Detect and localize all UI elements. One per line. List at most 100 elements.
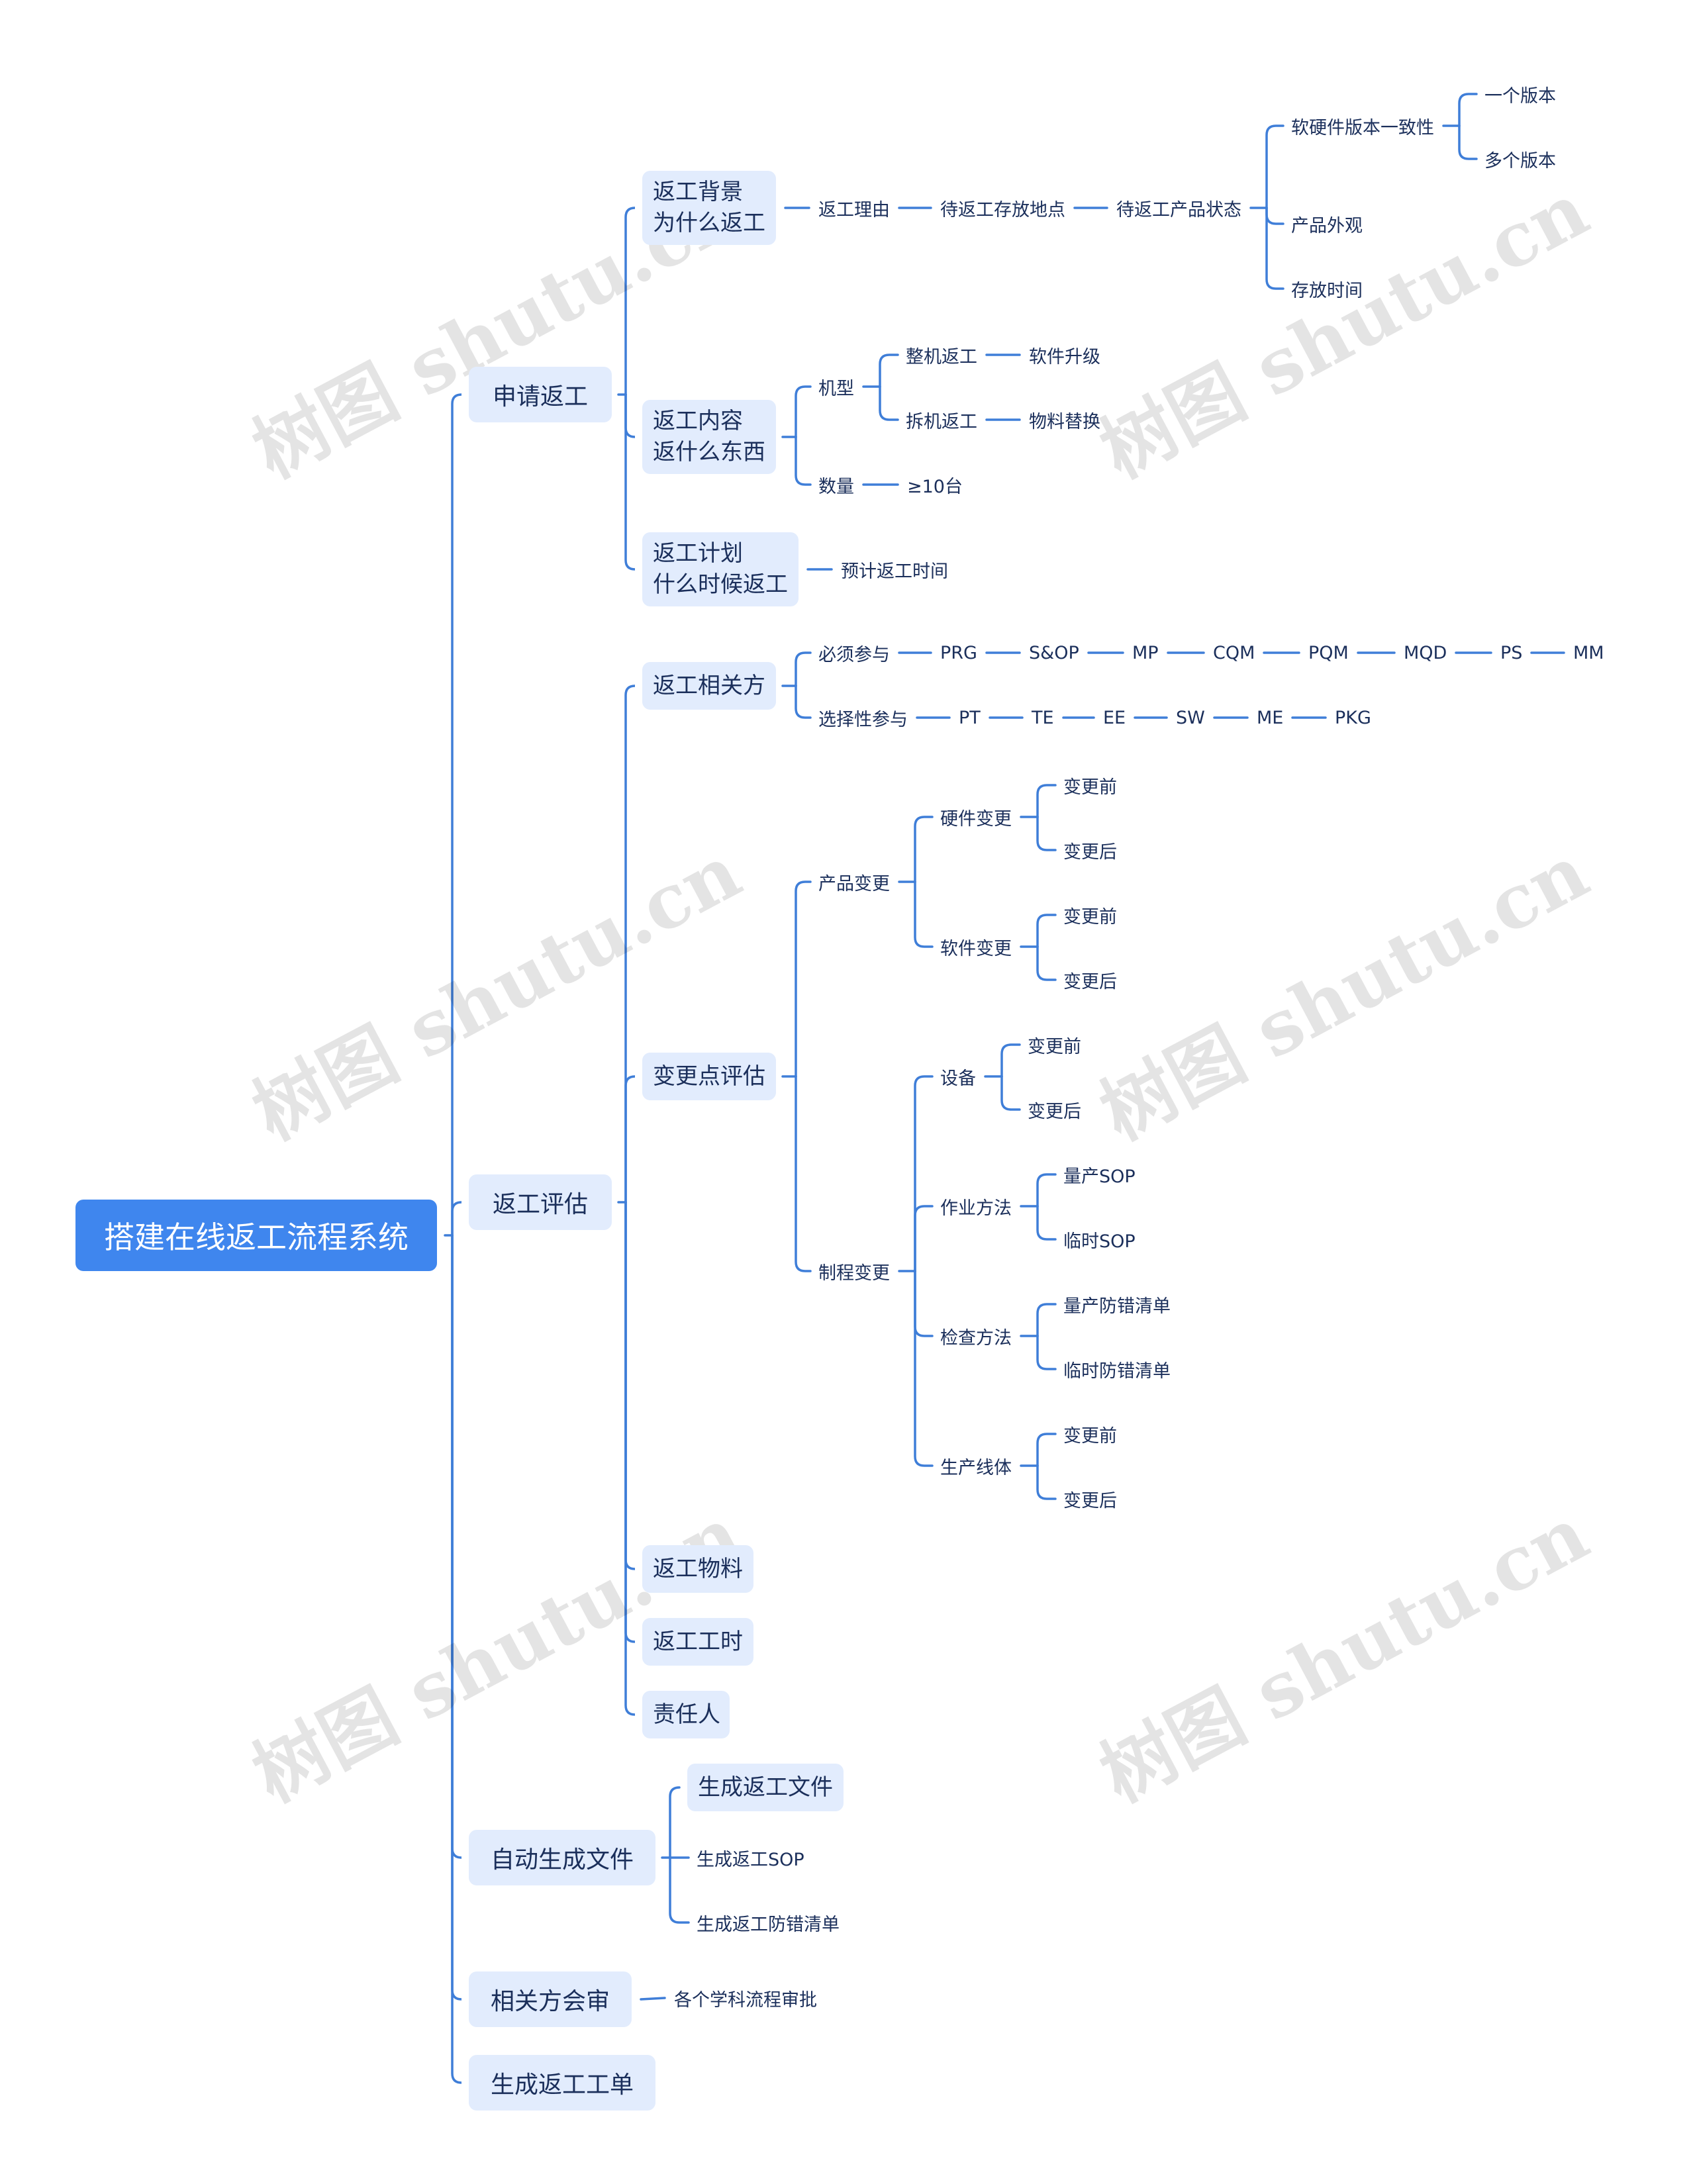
mandatory-party[interactable]: MP xyxy=(1132,642,1159,663)
node-before[interactable]: 变更前 xyxy=(1028,1036,1081,1057)
node-sw-change[interactable]: 软件变更 xyxy=(940,938,1012,959)
optional-party[interactable]: EE xyxy=(1103,707,1126,728)
node-content[interactable]: 返工内容 返什么东西 xyxy=(642,400,776,474)
branch-line xyxy=(795,880,812,1078)
node-generate-pokayoke[interactable]: 生成返工防错清单 xyxy=(697,1914,840,1935)
node-background[interactable]: 返工背景 为什么返工 xyxy=(642,171,776,245)
branch-line xyxy=(624,393,636,571)
node-materials[interactable]: 返工物料 xyxy=(642,1545,753,1593)
branch-line xyxy=(795,436,812,486)
node-multi-version[interactable]: 多个版本 xyxy=(1484,150,1556,171)
branch-line xyxy=(624,207,636,396)
node-material-replace[interactable]: 物料替换 xyxy=(1029,411,1100,432)
branch-line xyxy=(879,385,899,421)
mandatory-party[interactable]: MQD xyxy=(1404,642,1447,663)
branch-line xyxy=(1036,945,1057,981)
branch-line xyxy=(1036,1433,1057,1467)
node-product-change[interactable]: 产品变更 xyxy=(818,873,890,894)
optional-party[interactable]: PKG xyxy=(1335,707,1371,728)
optional-party[interactable]: SW xyxy=(1176,707,1205,728)
node-appearance[interactable]: 产品外观 xyxy=(1291,215,1363,236)
branch-review[interactable]: 相关方会审 xyxy=(469,1971,632,2027)
node-hw-sw-consistency[interactable]: 软硬件版本一致性 xyxy=(1291,117,1434,138)
branch-assess[interactable]: 返工评估 xyxy=(469,1174,612,1230)
node-generate-file[interactable]: 生成返工文件 xyxy=(687,1764,844,1811)
node-before[interactable]: 变更前 xyxy=(1063,906,1117,927)
node-change-eval[interactable]: 变更点评估 xyxy=(642,1053,776,1100)
branch-line xyxy=(1458,93,1478,127)
branch-autodoc[interactable]: 自动生成文件 xyxy=(469,1830,655,1885)
branch-line xyxy=(914,816,934,883)
node-plan[interactable]: 返工计划 什么时候返工 xyxy=(642,532,799,606)
node-hw-change[interactable]: 硬件变更 xyxy=(940,808,1012,830)
branch-line xyxy=(451,1201,462,1237)
node-after[interactable]: 变更后 xyxy=(1063,1490,1117,1511)
branch-line xyxy=(1036,1205,1057,1241)
node-mass-sop[interactable]: 量产SOP xyxy=(1063,1166,1136,1187)
node-quantity[interactable]: 数量 xyxy=(818,476,854,497)
node-sw-upgrade[interactable]: 软件升级 xyxy=(1029,346,1100,367)
node-after[interactable]: 变更后 xyxy=(1028,1101,1081,1122)
branch-apply[interactable]: 申请返工 xyxy=(469,367,612,422)
node-mandatory[interactable]: 必须参与 xyxy=(818,644,890,665)
mandatory-party[interactable]: MM xyxy=(1573,642,1604,663)
node-product-state[interactable]: 待返工产品状态 xyxy=(1116,199,1241,220)
node-after[interactable]: 变更后 xyxy=(1063,841,1117,863)
node-temp-pokayoke[interactable]: 临时防错清单 xyxy=(1063,1360,1171,1382)
node-generate-sop[interactable]: 生成返工SOP xyxy=(697,1849,804,1870)
branch-order[interactable]: 生成返工工单 xyxy=(469,2055,655,2111)
node-after[interactable]: 变更后 xyxy=(1063,971,1117,992)
node-temp-sop[interactable]: 临时SOP xyxy=(1063,1231,1136,1252)
branch-line xyxy=(624,685,636,1204)
node-hours[interactable]: 返工工时 xyxy=(642,1618,753,1666)
branch-line xyxy=(451,393,462,1237)
branch-line xyxy=(624,1201,636,1570)
node-inspection[interactable]: 检查方法 xyxy=(940,1327,1012,1349)
mandatory-party[interactable]: PQM xyxy=(1308,642,1349,663)
chain-line xyxy=(640,1997,666,2001)
node-approval[interactable]: 各个学科流程审批 xyxy=(674,1989,817,2011)
branch-line xyxy=(914,1270,934,1467)
mandatory-party[interactable]: S&OP xyxy=(1029,642,1079,663)
optional-party[interactable]: ME xyxy=(1257,707,1284,728)
node-line[interactable]: 生产线体 xyxy=(940,1457,1012,1478)
branch-line xyxy=(669,1856,690,1924)
branch-line xyxy=(914,1205,934,1272)
node-owner[interactable]: 责任人 xyxy=(642,1691,730,1738)
mandatory-party[interactable]: CQM xyxy=(1213,642,1255,663)
branch-line xyxy=(795,651,812,687)
node-before[interactable]: 变更前 xyxy=(1063,1425,1117,1447)
node-method[interactable]: 作业方法 xyxy=(940,1198,1012,1219)
branch-line xyxy=(914,1075,934,1272)
branch-line xyxy=(451,1234,462,2084)
branch-line xyxy=(1265,207,1284,225)
node-before[interactable]: 变更前 xyxy=(1063,777,1117,798)
branch-line xyxy=(624,1201,636,1643)
branch-line xyxy=(1000,1043,1021,1078)
branch-line xyxy=(795,385,812,438)
node-mass-pokayoke[interactable]: 量产防错清单 xyxy=(1063,1296,1171,1317)
node-storage-time[interactable]: 存放时间 xyxy=(1291,280,1363,301)
node-optional[interactable]: 选择性参与 xyxy=(818,709,908,730)
branch-line xyxy=(1000,1075,1021,1111)
branch-line xyxy=(914,880,934,948)
mandatory-party[interactable]: PRG xyxy=(940,642,977,663)
branch-line xyxy=(795,1075,812,1272)
node-whole-unit[interactable]: 整机返工 xyxy=(906,346,977,367)
node-model[interactable]: 机型 xyxy=(818,378,854,399)
node-one-version[interactable]: 一个版本 xyxy=(1484,85,1556,107)
root-node[interactable]: 搭建在线返工流程系统 xyxy=(75,1200,437,1271)
node-reason[interactable]: 返工理由 xyxy=(818,199,890,220)
optional-party[interactable]: PT xyxy=(959,707,981,728)
mandatory-party[interactable]: PS xyxy=(1500,642,1523,663)
node-storage-location[interactable]: 待返工存放地点 xyxy=(940,199,1065,220)
node-equipment[interactable]: 设备 xyxy=(940,1068,976,1089)
node-expected-time[interactable]: 预计返工时间 xyxy=(841,561,948,582)
optional-party[interactable]: TE xyxy=(1032,707,1054,728)
node-stakeholders[interactable]: 返工相关方 xyxy=(642,662,776,710)
node-process-change[interactable]: 制程变更 xyxy=(818,1262,890,1284)
node-disassembly[interactable]: 拆机返工 xyxy=(906,411,977,432)
node-quantity-value[interactable]: ≥10台 xyxy=(907,476,963,497)
